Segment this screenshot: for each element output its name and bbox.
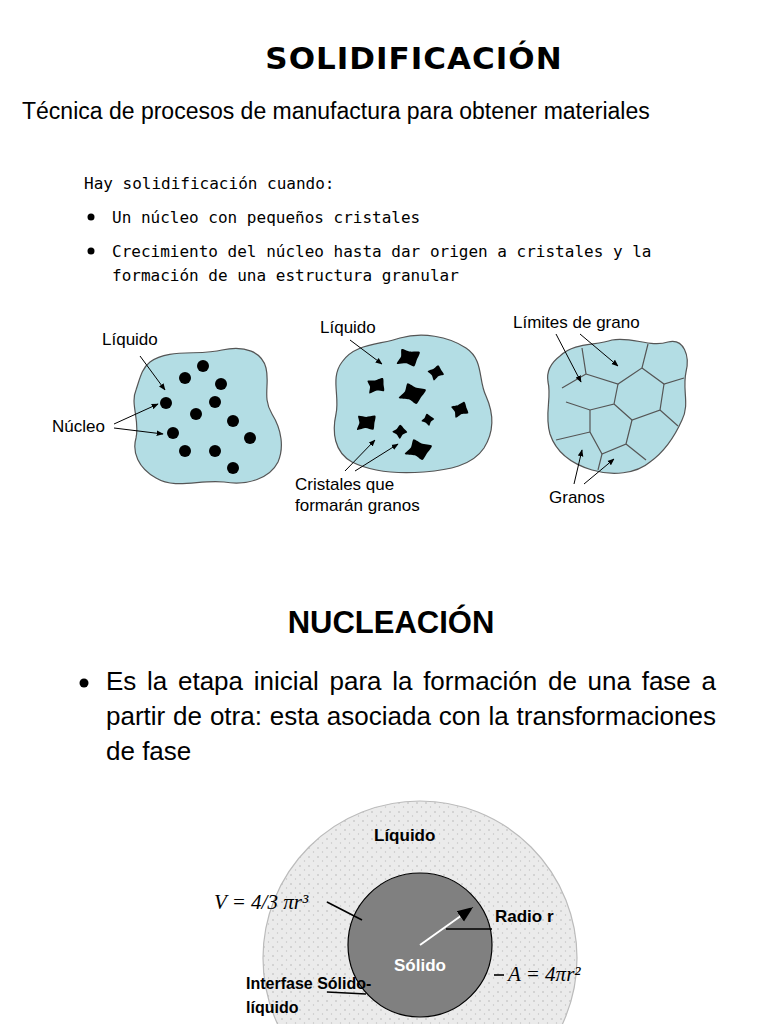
crystals [357, 349, 468, 460]
subtitle: Técnica de procesos de manufactura para … [22, 98, 650, 125]
leader-arrows [114, 334, 618, 484]
node-label: Líquido [374, 826, 435, 846]
nucleus-dot [244, 432, 256, 444]
part-label: Granos [549, 487, 605, 508]
nucleus-dot [190, 408, 202, 420]
nucleus-dot [179, 445, 191, 457]
crystal [451, 402, 468, 418]
section-heading: NUCLEACIÓN [288, 605, 495, 641]
nucleus-dot [167, 427, 179, 439]
nucleus-dot [209, 396, 221, 408]
crystal [392, 425, 407, 439]
crystal [428, 365, 444, 380]
part-label: Interfase Sólido-líquido [246, 972, 396, 1020]
liquid-blob [334, 335, 492, 472]
nucleus-dot [215, 378, 227, 390]
node-label: Sólido [394, 956, 446, 976]
formula: A = 4πr² [508, 962, 581, 987]
part-label: Radio r [495, 907, 554, 927]
crystal [367, 378, 384, 394]
bullet-dot [80, 679, 89, 688]
nucleus-dot [227, 462, 239, 474]
nucleus-dots [160, 360, 256, 474]
crystal [399, 383, 426, 404]
bullet-text: Crecimiento del núcleo hasta dar origen … [112, 240, 660, 288]
bullet-text: Un núcleo con pequeños cristales [112, 206, 672, 230]
nucleus-dot [179, 372, 191, 384]
part-label: Núcleo [52, 416, 105, 437]
part-label: Líquido [320, 317, 376, 338]
intro-text: Hay solidificación cuando: [84, 172, 334, 196]
liquid-blob [134, 348, 281, 483]
part-label: Cristales que formarán granos [295, 474, 445, 516]
nucleus-dot [209, 445, 221, 457]
crystal [421, 414, 434, 426]
crystal [405, 439, 432, 460]
nucleus-dot [227, 415, 239, 427]
bullet-dot [88, 248, 95, 255]
grain-boundaries [556, 344, 684, 470]
crystal [397, 349, 420, 367]
crystal [357, 416, 376, 430]
formula: V = 4/3 πr³ [214, 890, 308, 915]
part-label: Límites de grano [513, 312, 640, 333]
page-title: SOLIDIFICACIÓN [265, 40, 562, 76]
nucleus-dot [160, 397, 172, 409]
grain-blob [548, 339, 688, 473]
nucleus-dot [197, 360, 209, 372]
bullet-dot [88, 214, 95, 221]
bullet-text: Es la etapa inicial para la formación de… [106, 664, 716, 769]
part-label: Líquido [102, 329, 158, 350]
